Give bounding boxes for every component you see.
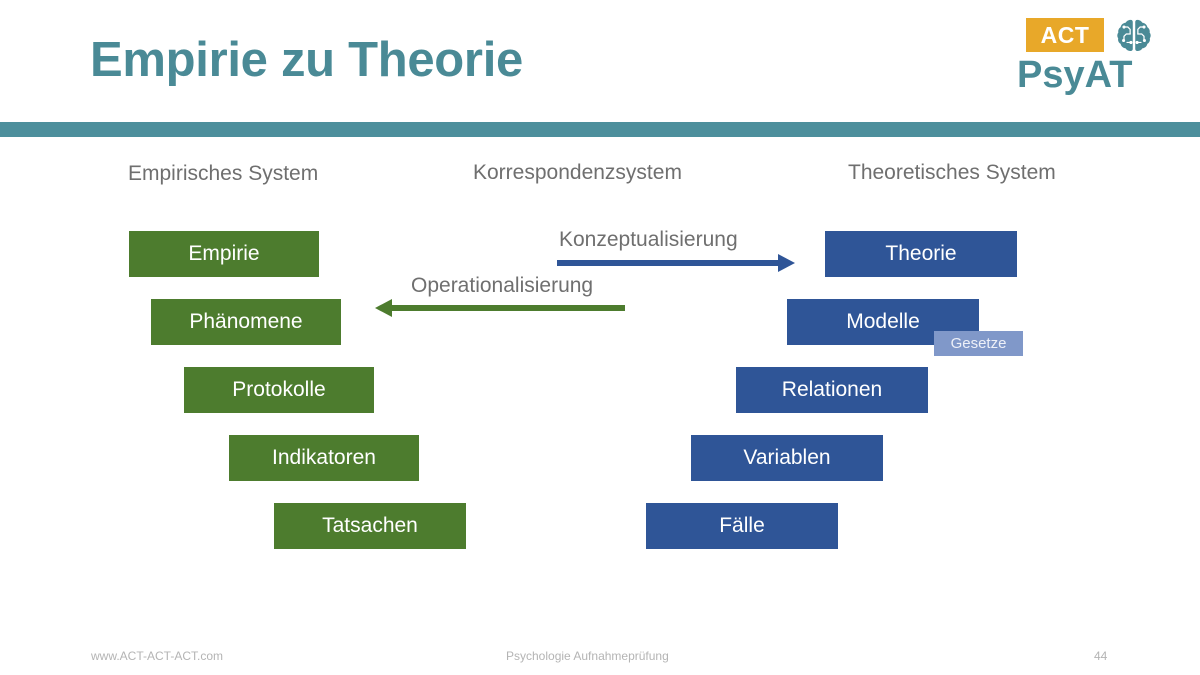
chip-label: Modelle bbox=[846, 310, 920, 333]
empirical-chip-3: Indikatoren bbox=[229, 435, 419, 481]
theoretical-chip-0: Theorie bbox=[825, 231, 1017, 277]
theoretical-badge-gesetze: Gesetze bbox=[934, 331, 1023, 356]
theoretical-chip-3: Variablen bbox=[691, 435, 883, 481]
chip-label: Phänomene bbox=[189, 310, 303, 333]
arrow-konzeptualisierung bbox=[557, 254, 795, 272]
footer-page-number: 44 bbox=[1094, 649, 1108, 663]
title-divider-rule bbox=[0, 122, 1200, 137]
chip-label: Protokolle bbox=[232, 378, 326, 401]
chip-label: Variablen bbox=[743, 446, 831, 469]
chip-label: Indikatoren bbox=[272, 446, 376, 469]
arrow-label-konzeptualisierung: Konzeptualisierung bbox=[559, 228, 738, 251]
arrow-operationalisierung bbox=[375, 299, 625, 317]
empirical-chip-1: Phänomene bbox=[151, 299, 341, 345]
empirical-chip-2: Protokolle bbox=[184, 367, 374, 413]
chip-label: Relationen bbox=[781, 378, 883, 401]
column-header-empirical: Empirisches System bbox=[128, 162, 319, 185]
column-header-theoretical: Theoretisches System bbox=[848, 161, 1056, 184]
footer-url: www.ACT-ACT-ACT.com bbox=[91, 649, 224, 663]
empirical-chip-0: Empirie bbox=[129, 231, 319, 277]
chip-label: Fälle bbox=[719, 514, 765, 537]
logo: ACT bbox=[1009, 18, 1174, 108]
theoretical-chip-2: Relationen bbox=[736, 367, 928, 413]
badge-label: Gesetze bbox=[950, 335, 1007, 352]
empirical-chip-4: Tatsachen bbox=[274, 503, 466, 549]
theoretical-chip-4: Fälle bbox=[646, 503, 838, 549]
chip-label: Tatsachen bbox=[322, 514, 418, 537]
arrow-label-operationalisierung: Operationalisierung bbox=[411, 274, 594, 297]
page-title: Empirie zu Theorie bbox=[90, 33, 523, 87]
chip-label: Theorie bbox=[885, 242, 957, 265]
logo-act-badge: ACT bbox=[1026, 18, 1104, 52]
column-header-correspondence: Korrespondenzsystem bbox=[473, 161, 682, 184]
brain-icon bbox=[1115, 17, 1153, 54]
logo-brand-label: PsyAT bbox=[1017, 54, 1133, 96]
chip-label: Empirie bbox=[188, 242, 260, 265]
footer-subtitle: Psychologie Aufnahmeprüfung bbox=[506, 649, 669, 663]
logo-act-label: ACT bbox=[1040, 21, 1090, 48]
